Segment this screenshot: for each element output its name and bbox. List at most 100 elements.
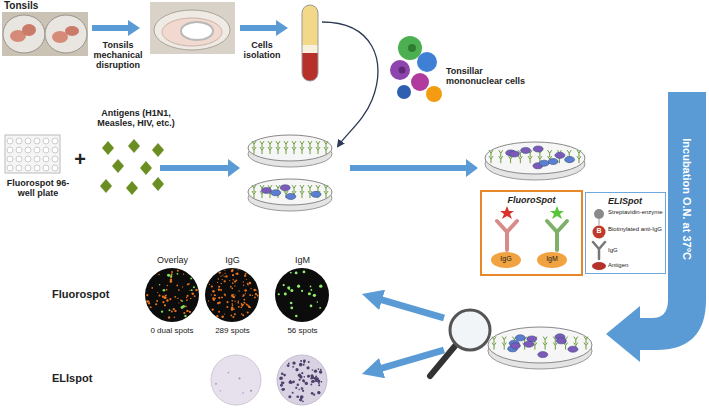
circle-shape (187, 295, 189, 297)
circle-shape (319, 285, 322, 288)
ellipse-shape (565, 157, 575, 163)
circle-shape (181, 306, 184, 309)
circle-shape (282, 388, 285, 391)
circle-shape (25, 156, 31, 162)
circle-shape (287, 364, 290, 367)
node-text: B (593, 227, 605, 235)
circle-shape (25, 138, 31, 144)
circle-shape (231, 294, 233, 296)
circle-shape (190, 277, 192, 279)
polygon-shape (140, 161, 152, 175)
circle-shape (244, 303, 245, 304)
circle-shape (299, 398, 302, 401)
circle-shape (220, 283, 222, 285)
circle-shape (310, 286, 312, 288)
polygon-shape (152, 143, 164, 157)
circle-shape (314, 370, 317, 373)
ellipse-shape (488, 327, 592, 363)
path-shape (284, 147, 288, 154)
rect-shape (150, 2, 235, 54)
circle-shape (245, 273, 247, 275)
circle-shape (243, 284, 244, 285)
ellipse-shape (533, 146, 543, 152)
flow-arrow (350, 159, 478, 177)
circle-shape (411, 73, 429, 91)
circle-shape (185, 306, 187, 308)
circle-shape (311, 380, 314, 383)
label-text: Antigens (H1N1, Measles, HIV, etc.) (94, 108, 178, 128)
path-shape (252, 147, 256, 154)
circle-shape (289, 380, 292, 383)
circle-shape (212, 309, 213, 310)
cells (390, 36, 442, 102)
circle-shape (288, 362, 290, 364)
circle-shape (306, 366, 309, 369)
circle-shape (245, 293, 246, 294)
path-shape (502, 337, 506, 344)
circle-shape (165, 295, 167, 297)
circle-shape (171, 273, 173, 275)
circle-shape (320, 369, 322, 371)
ellipse-shape (261, 187, 271, 193)
circle-shape (43, 147, 49, 153)
circle-shape (220, 289, 222, 291)
circle-shape (237, 302, 239, 304)
circle-shape (7, 147, 13, 153)
path-shape (300, 141, 304, 148)
circle-shape (222, 279, 223, 280)
circle-shape (25, 147, 31, 153)
circle-shape (174, 310, 175, 311)
circle-shape (318, 368, 320, 370)
path-shape (502, 343, 506, 350)
circle-shape (231, 269, 233, 271)
circle-shape (232, 269, 234, 271)
circle-shape (281, 381, 284, 384)
circle-shape (181, 300, 183, 302)
flow-arrow (160, 159, 240, 177)
path-shape (268, 147, 272, 154)
path-shape (492, 343, 496, 350)
path-shape (584, 343, 588, 350)
circle-shape (307, 375, 310, 378)
path-shape (574, 337, 578, 344)
path-shape (499, 150, 503, 157)
circle-shape (167, 274, 170, 277)
path-shape (584, 337, 588, 344)
circle-shape (417, 52, 437, 72)
g-shape (302, 5, 318, 81)
circle-shape (253, 289, 256, 292)
circle-shape (190, 298, 192, 300)
circle-shape (231, 308, 234, 311)
polygon-shape (152, 177, 164, 191)
circle-shape (319, 307, 321, 309)
path-shape (300, 191, 304, 198)
path-shape (577, 150, 581, 157)
circle-shape (219, 271, 221, 273)
wells (248, 135, 592, 369)
ellipse-shape (491, 252, 521, 268)
label-text: ELIspot (52, 372, 132, 384)
circle-shape (166, 299, 168, 301)
circle-shape (252, 295, 253, 296)
path-shape (260, 141, 264, 148)
circle-shape (301, 372, 303, 374)
circle-shape (214, 294, 216, 296)
path-shape (577, 156, 581, 163)
circle-shape (315, 379, 318, 382)
circle-shape (174, 296, 176, 298)
circle-shape (173, 308, 175, 310)
circle-shape (176, 285, 178, 287)
circle-shape (255, 293, 257, 295)
circle-shape (290, 302, 293, 305)
rect-shape (5, 135, 60, 173)
circle-shape (278, 293, 280, 295)
circle-shape (164, 296, 167, 299)
circle-shape (243, 294, 245, 296)
ellipse-shape (271, 190, 281, 196)
spots (146, 270, 198, 319)
rect-shape (302, 5, 318, 81)
path-shape (292, 185, 296, 192)
circle-shape (312, 369, 314, 371)
node-text: ELISpot (586, 196, 664, 206)
circle-shape (249, 294, 251, 296)
